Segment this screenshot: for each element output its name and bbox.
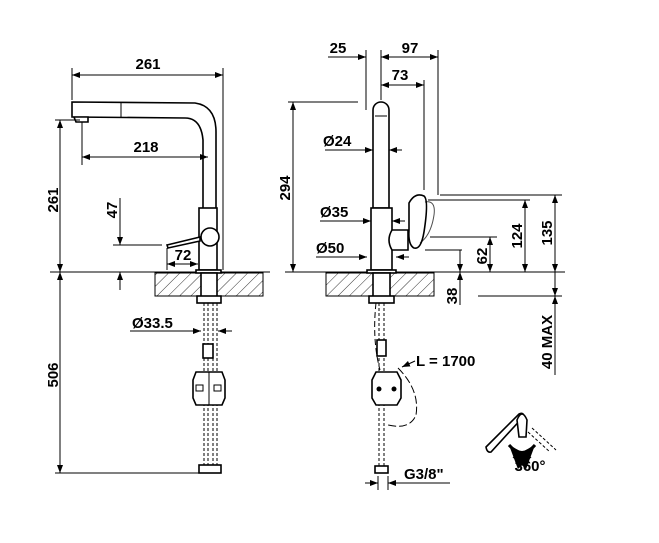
dim-counter-max: 40 MAX bbox=[539, 315, 556, 369]
dim-counter-38: 38 bbox=[444, 288, 461, 305]
hose-fitting bbox=[376, 339, 387, 357]
hose-ends bbox=[198, 464, 222, 474]
hose-fitting bbox=[202, 343, 214, 359]
dim-offset-73: 73 bbox=[392, 67, 409, 84]
dim-height-135: 135 bbox=[539, 220, 556, 245]
side-view: 261 261 218 47 72 506 Ø33.5 bbox=[45, 56, 264, 474]
hose-connector bbox=[371, 371, 402, 406]
dim-height-294: 294 bbox=[277, 175, 294, 201]
lever bbox=[408, 194, 428, 249]
dim-hose-506: 506 bbox=[45, 362, 62, 387]
dim-connection: G3/8" bbox=[404, 466, 444, 483]
dim-height-261: 261 bbox=[45, 187, 62, 212]
dim-spout-diameter: Ø24 bbox=[323, 133, 352, 150]
dim-reach-218: 218 bbox=[133, 139, 158, 156]
hose-end bbox=[374, 465, 389, 474]
handle-hub bbox=[388, 229, 409, 251]
spout-column bbox=[372, 101, 390, 209]
dim-shank-diameter: Ø33.5 bbox=[132, 315, 173, 332]
nut bbox=[368, 295, 395, 304]
lever bbox=[165, 235, 201, 249]
handle-hub bbox=[200, 227, 220, 247]
rotation-label: 360° bbox=[514, 458, 545, 475]
dim-height-62: 62 bbox=[474, 248, 491, 265]
dim-base-diameter: Ø50 bbox=[316, 240, 344, 257]
nut bbox=[196, 295, 222, 304]
spout bbox=[71, 101, 217, 211]
dim-lever-47: 47 bbox=[104, 202, 121, 219]
dim-body-diameter: Ø35 bbox=[320, 204, 348, 221]
dim-offset-25: 25 bbox=[330, 40, 347, 57]
dim-offset-97: 97 bbox=[402, 40, 419, 57]
dim-width-261: 261 bbox=[135, 56, 160, 73]
dim-pullout-length: L = 1700 bbox=[416, 353, 475, 370]
dim-height-124: 124 bbox=[509, 223, 526, 249]
rotation-360-icon: 360° bbox=[485, 412, 557, 475]
shank bbox=[372, 272, 391, 298]
front-view: 25 97 73 294 Ø24 Ø35 Ø50 135 124 62 38 bbox=[277, 40, 562, 490]
shank bbox=[200, 272, 218, 298]
dim-lever-72: 72 bbox=[175, 247, 192, 264]
